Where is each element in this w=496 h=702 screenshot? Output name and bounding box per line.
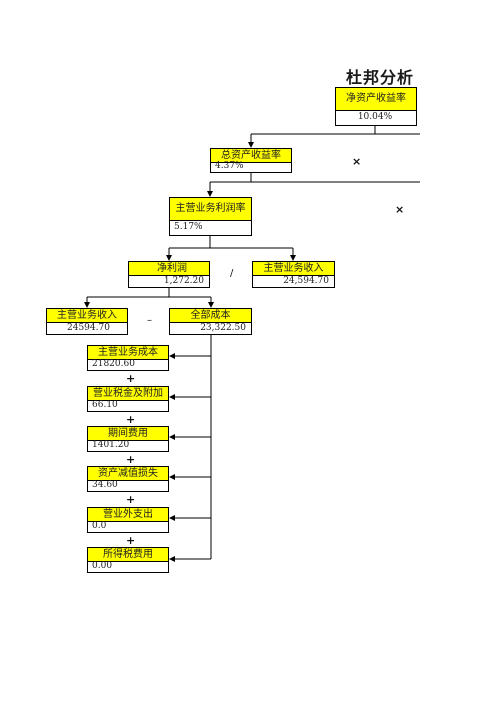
net-profit-value: 1,272.20 <box>163 276 204 286</box>
multiply-operator: × <box>395 203 405 216</box>
total-cost-box: 全部成本 23,322.50 <box>169 308 252 335</box>
period-expense-value: 1401.20 <box>92 440 130 450</box>
period-expense-box: 期间费用 1401.20 <box>87 426 169 452</box>
page-title: 杜邦分析 <box>346 68 415 87</box>
plus-operator: + <box>126 413 136 426</box>
roe-label: 净资产收益率 <box>336 88 416 111</box>
main-cost-value: 21820.60 <box>92 359 135 369</box>
tax-surcharge-label: 营业税金及附加 <box>88 387 168 401</box>
profit-margin-value: 5.17% <box>174 222 203 232</box>
roa-box: 总资产收益率 4.37% <box>210 148 292 173</box>
impairment-box: 资产减值损失 34.60 <box>87 466 169 492</box>
plus-operator: + <box>126 493 136 506</box>
period-expense-label: 期间费用 <box>88 427 168 441</box>
total-cost-label: 全部成本 <box>170 309 251 323</box>
revenue-top-label: 主营业务收入 <box>253 262 334 276</box>
net-profit-label: 净利润 <box>129 262 209 276</box>
roe-box: 净资产收益率 10.04% <box>335 87 417 126</box>
roa-label: 总资产收益率 <box>211 149 291 163</box>
non-operating-box: 营业外支出 0.0 <box>87 507 169 533</box>
impairment-label: 资产减值损失 <box>88 467 168 481</box>
profit-margin-label: 主营业务利润率 <box>170 198 251 221</box>
minus-operator: – <box>147 315 152 326</box>
income-tax-box: 所得税费用 0.00 <box>87 547 169 573</box>
multiply-operator: × <box>352 155 362 168</box>
divide-operator: / <box>230 268 234 279</box>
plus-operator: + <box>126 534 136 547</box>
net-profit-box: 净利润 1,272.20 <box>128 261 210 288</box>
tax-surcharge-box: 营业税金及附加 66.10 <box>87 386 169 412</box>
tax-surcharge-value: 66.10 <box>92 400 118 410</box>
revenue-top-value: 24,594.70 <box>283 276 329 286</box>
income-tax-label: 所得税费用 <box>88 548 168 562</box>
non-operating-label: 营业外支出 <box>88 508 168 522</box>
total-cost-value: 23,322.50 <box>200 323 246 333</box>
roe-value: 10.04% <box>357 112 393 122</box>
profit-margin-box: 主营业务利润率 5.17% <box>169 197 252 236</box>
non-operating-value: 0.0 <box>92 521 107 531</box>
revenue-left-box: 主营业务收入 24594.70 <box>46 308 128 335</box>
income-tax-value: 0.00 <box>92 561 113 571</box>
main-cost-label: 主营业务成本 <box>88 346 168 360</box>
plus-operator: + <box>126 372 136 385</box>
plus-operator: + <box>126 453 136 466</box>
roa-value: 4.37% <box>215 161 244 171</box>
revenue-left-value: 24594.70 <box>67 323 110 333</box>
main-cost-box: 主营业务成本 21820.60 <box>87 345 169 371</box>
impairment-value: 34.60 <box>92 480 118 490</box>
revenue-top-box: 主营业务收入 24,594.70 <box>252 261 335 288</box>
revenue-left-label: 主营业务收入 <box>47 309 127 323</box>
